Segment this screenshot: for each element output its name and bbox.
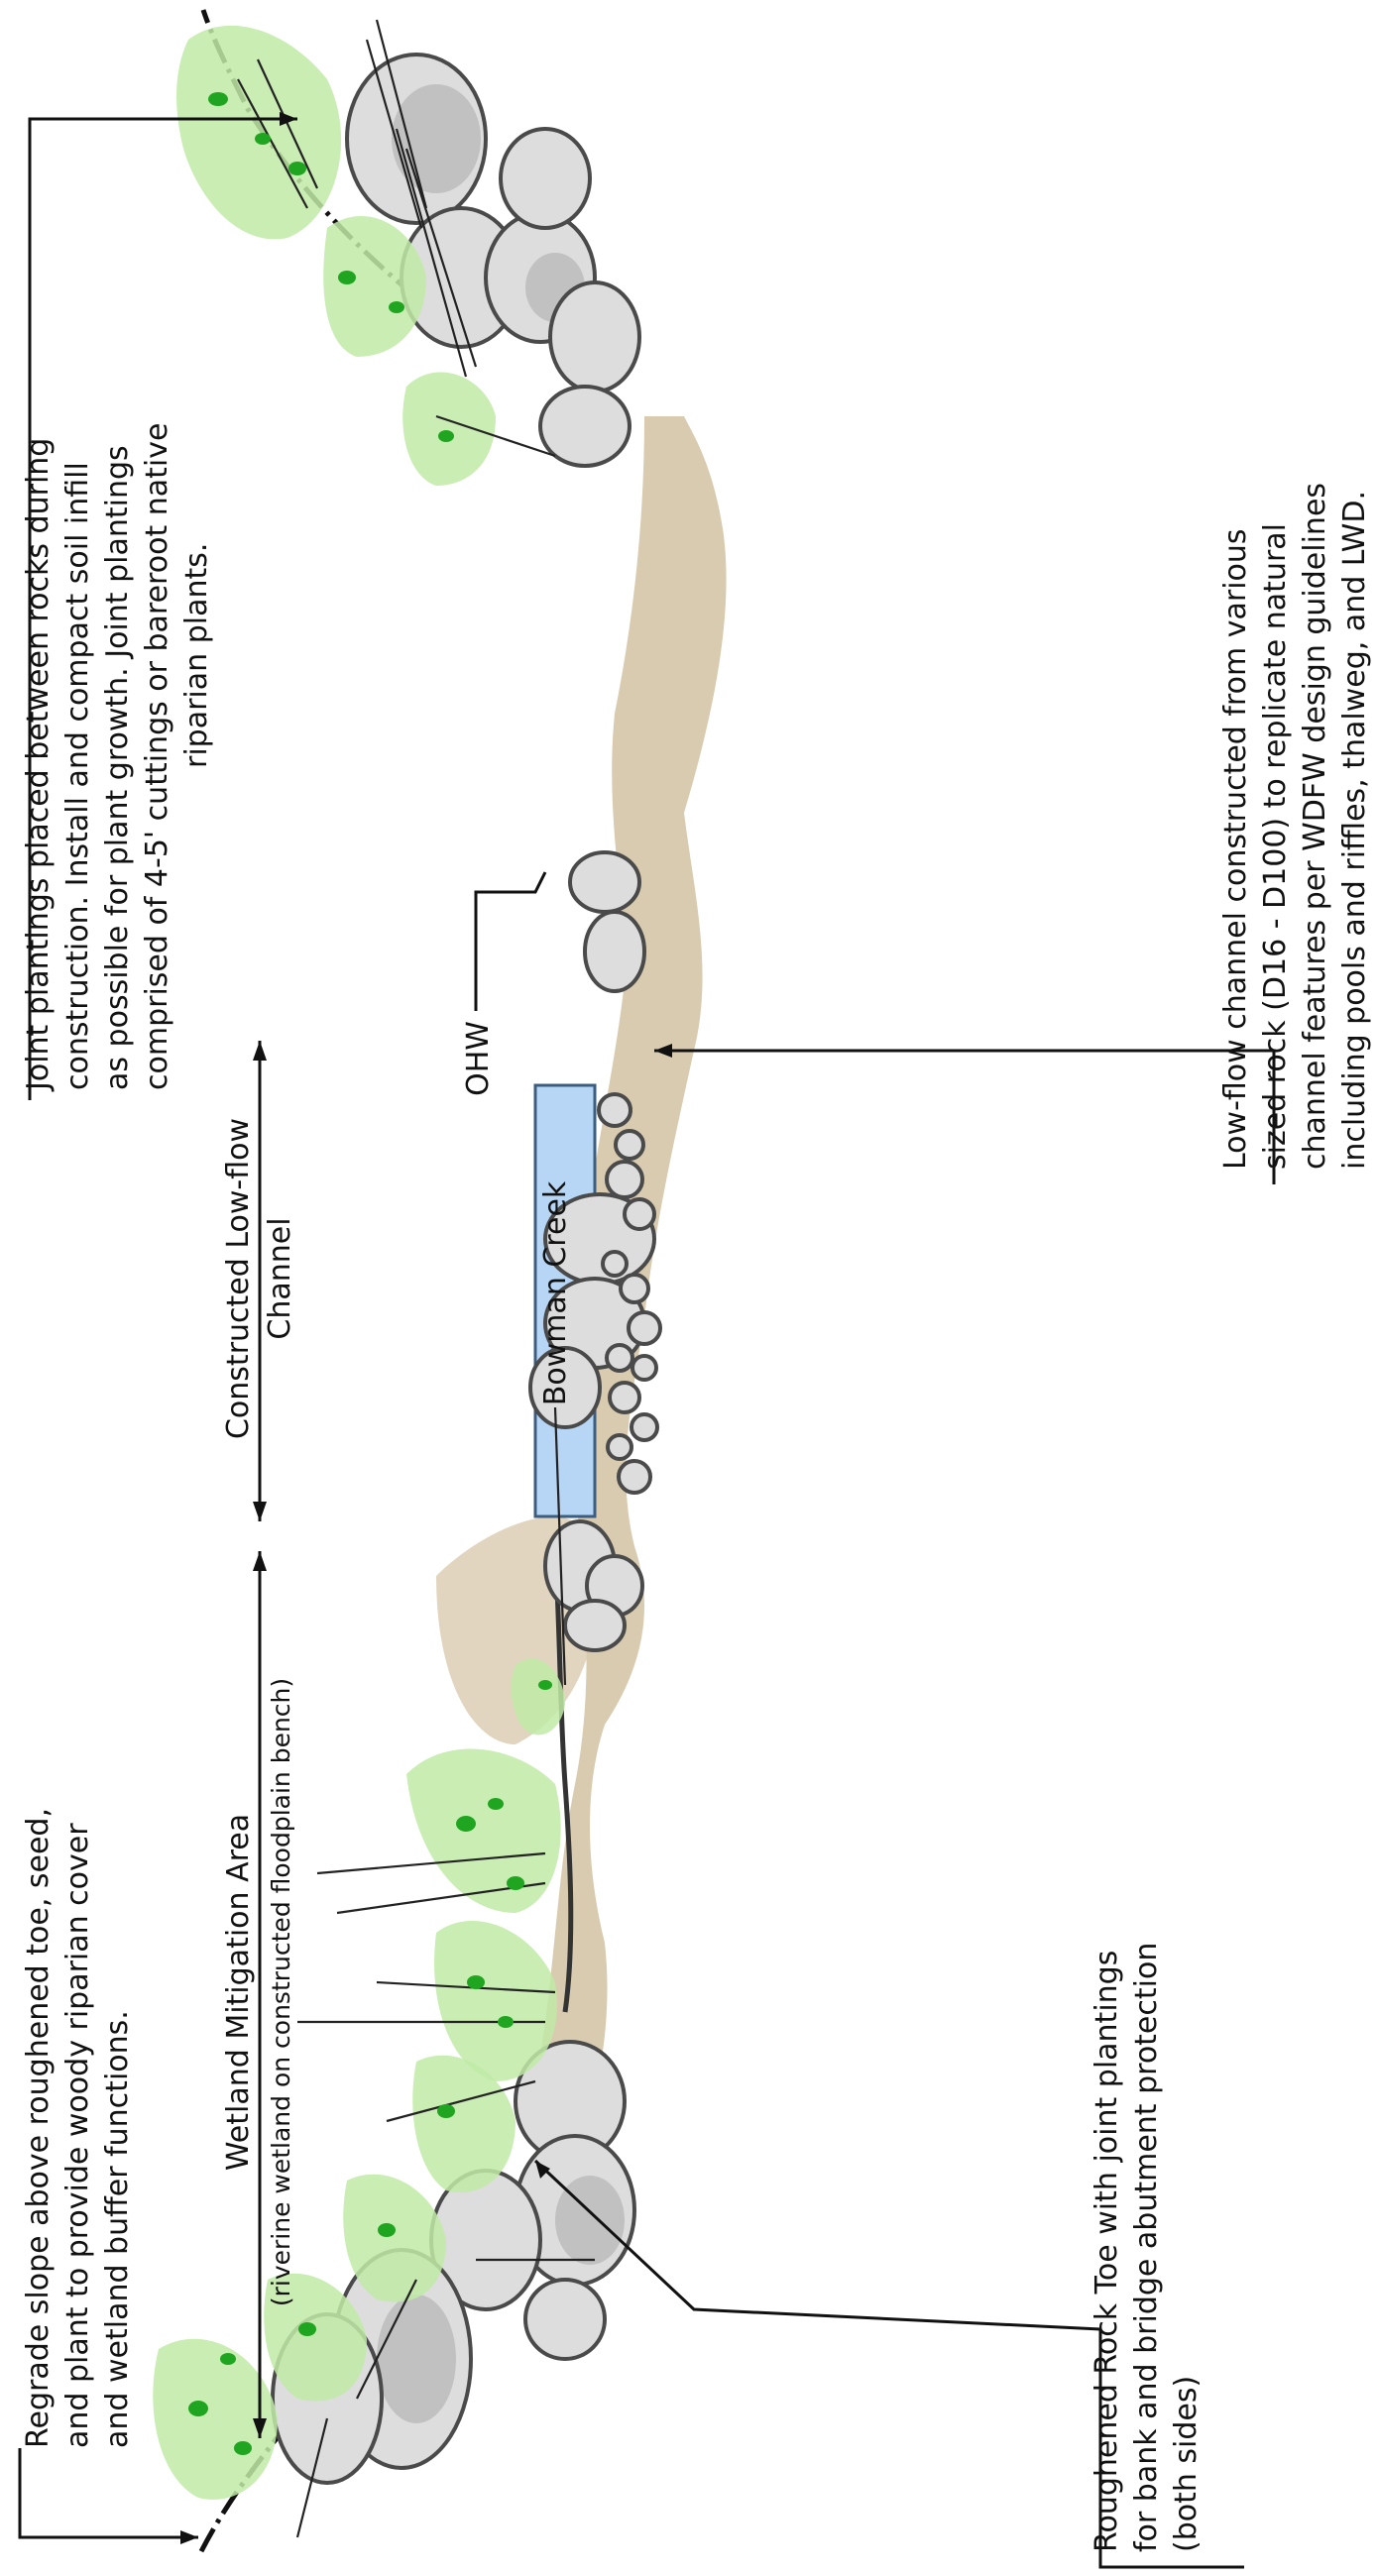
creek-label: Bowman Creek [538, 1180, 573, 1405]
low-flow-channel-leader [654, 1051, 1274, 1184]
boulder [501, 129, 590, 228]
boulder [565, 1601, 625, 1650]
regrade-note-line-2: and plant to provide woody riparian cove… [60, 1823, 95, 2448]
boulder [585, 912, 644, 991]
joint-plantings-line-4: comprised of 4-5' cuttings or bareroot n… [140, 423, 174, 1090]
joint-plantings-line-1: Joint plantings placed between rocks dur… [21, 438, 56, 1092]
low-flow-title: Constructed Low-flow [221, 1118, 256, 1439]
regrade-note-line-3: and wetland buffer functions. [100, 2010, 135, 2448]
boulder [525, 2280, 605, 2359]
low-flow-note-line-4: including pools and riffles, thalweg, an… [1337, 491, 1372, 1170]
joint-plantings-line-2: construction. Install and compact soil i… [60, 462, 95, 1090]
boulder [570, 852, 639, 912]
joint-plantings-line-5: riparian plants. [179, 543, 214, 768]
vegetation-plantings [153, 26, 565, 2500]
ohw-leader [476, 872, 545, 1011]
low-flow-note-line-1: Low-flow channel constructed from variou… [1218, 528, 1253, 1170]
low-flow-note-line-2: sized rock (D16 - D100) to replicate nat… [1258, 523, 1293, 1170]
boulder [550, 282, 639, 392]
wetland-area-title: Wetland Mitigation Area [221, 1814, 256, 2171]
regrade-note-line-1: Regrade slope above roughened toe, seed, [21, 1808, 56, 2448]
wetland-area-subtitle: (riverine wetland on constructed floodpl… [267, 1678, 295, 2306]
rock-toe-line-3: (both sides) [1169, 2376, 1204, 2552]
boulder [540, 387, 630, 466]
low-flow-note-line-3: channel features per WDFW design guideli… [1298, 483, 1332, 1170]
low-flow-subtitle: Channel [263, 1217, 297, 1339]
joint-plantings-line-3: as possible for plant growth. Joint plan… [100, 445, 135, 1090]
rock-toe-line-2: for bank and bridge abutment protection [1129, 1943, 1164, 2552]
rock-toe-line-1: Roughened Rock Toe with joint plantings [1089, 1951, 1124, 2552]
ohw-label: OHW [461, 1021, 496, 1096]
